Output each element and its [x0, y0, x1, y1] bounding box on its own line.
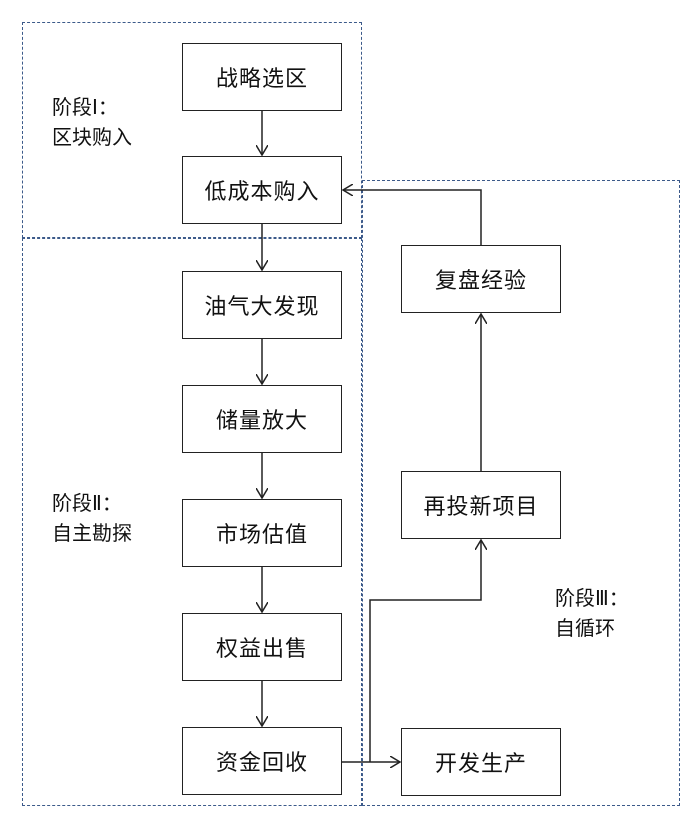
- node-strategic-selection: 战略选区: [182, 43, 342, 111]
- node-reserve-expansion: 储量放大: [182, 385, 342, 453]
- node-capital-recovery: 资金回收: [182, 727, 342, 795]
- node-development-production: 开发生产: [401, 728, 561, 796]
- stage-2-title: 阶段Ⅱ：: [52, 491, 122, 515]
- node-market-valuation: 市场估值: [182, 499, 342, 567]
- stage-1-label: 阶段Ⅰ： 区块购入: [52, 92, 132, 152]
- stage-1-subtitle: 区块购入: [52, 125, 132, 149]
- stage-3-subtitle: 自循环: [555, 616, 615, 640]
- stage-2-label: 阶段Ⅱ： 自主勘探: [52, 488, 132, 548]
- stage-3-zone: [362, 180, 680, 806]
- stage-3-title: 阶段Ⅲ：: [555, 586, 629, 610]
- node-review-experience: 复盘经验: [401, 245, 561, 313]
- node-low-cost-purchase: 低成本购入: [182, 156, 342, 224]
- stage-2-zone: [22, 238, 362, 806]
- node-oil-gas-discovery: 油气大发现: [182, 271, 342, 339]
- stage-1-zone: [22, 22, 362, 238]
- stage-3-label: 阶段Ⅲ： 自循环: [555, 583, 629, 643]
- stage-1-title: 阶段Ⅰ：: [52, 95, 118, 119]
- stage-2-subtitle: 自主勘探: [52, 521, 132, 545]
- node-equity-sale: 权益出售: [182, 613, 342, 681]
- node-reinvest-new-projects: 再投新项目: [401, 471, 561, 539]
